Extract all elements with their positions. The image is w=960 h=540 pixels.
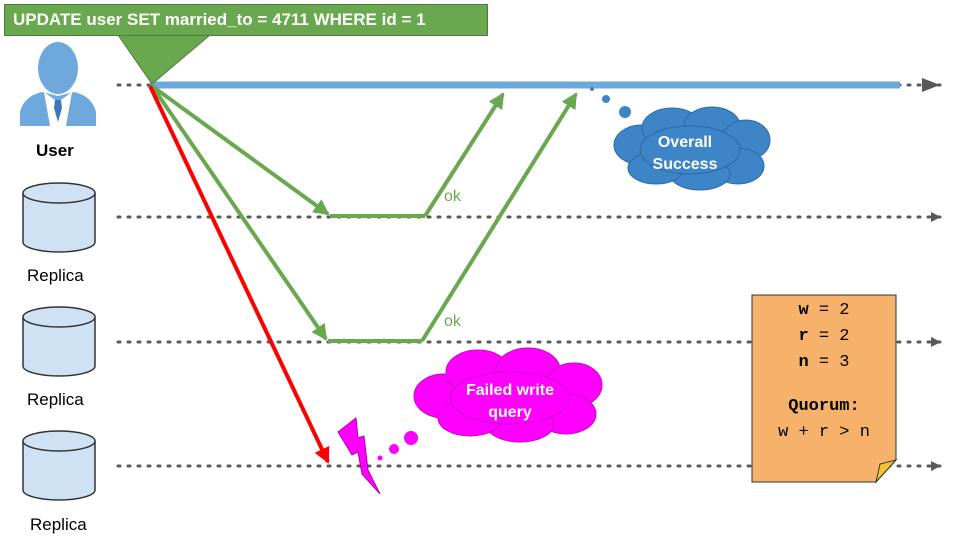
- note-w: w = 2: [798, 301, 850, 320]
- replica-2-ack-label: ok: [444, 313, 461, 330]
- replica-1-ack-label: ok: [444, 188, 461, 205]
- write-to-replica-2: [150, 84, 328, 341]
- quorum-note-text: w = 2 r = 2 n = 3 Quorum: w + r > n: [752, 298, 896, 446]
- query-banner: UPDATE user SET married_to = 4711 WHERE …: [4, 4, 488, 36]
- user-label: User: [36, 141, 74, 160]
- note-n: n = 3: [798, 353, 850, 372]
- replica-1-label: Replica: [27, 266, 84, 285]
- quorum-title: Quorum:: [788, 397, 860, 416]
- ack-from-replica-2: [420, 92, 578, 343]
- user-timeline-arrowhead: [922, 78, 940, 92]
- failure-thought-cloud: [377, 347, 603, 461]
- lightning-bolt-icon: [337, 417, 381, 495]
- successful-writes: [150, 84, 578, 343]
- replica-1-database-icon: [22, 182, 96, 253]
- success-cloud-line-1: Overall: [657, 134, 713, 151]
- replica-2-label: Replica: [27, 390, 84, 409]
- failure-cloud-line-2: query: [488, 404, 532, 421]
- success-cloud-line-2: Success: [652, 156, 718, 173]
- quorum-rule: w + r > n: [778, 423, 870, 442]
- note-r: r = 2: [798, 327, 850, 346]
- user-avatar-icon: [20, 42, 96, 126]
- query-callout-pointer: [117, 34, 212, 85]
- success-thought-cloud: [590, 87, 771, 191]
- replica-3-database-icon: [22, 430, 96, 501]
- failure-cloud-line-1: Failed write: [465, 382, 555, 399]
- failure-cloud-text: Failed write query: [440, 380, 580, 424]
- replica-3-label: Replica: [30, 515, 87, 534]
- write-to-replica-3-failed: [148, 85, 330, 464]
- write-to-replica-1: [150, 84, 330, 216]
- quorum-note: [751, 294, 898, 484]
- ack-from-replica-1: [423, 92, 505, 218]
- success-cloud-text: Overall Success: [630, 132, 740, 176]
- replica-2-database-icon: [22, 306, 96, 377]
